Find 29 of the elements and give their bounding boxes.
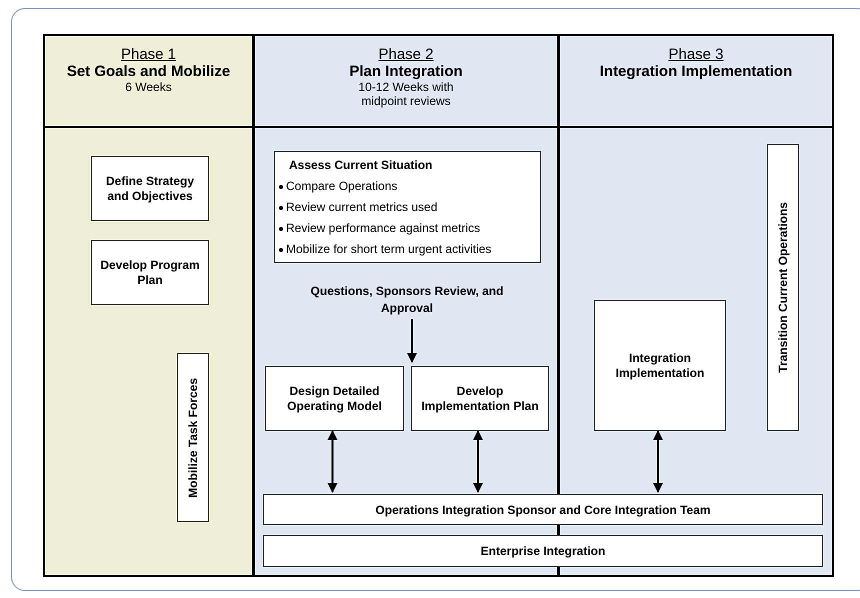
bullet-item: Review performance against metrics: [279, 220, 536, 236]
phase-title: Plan Integration: [349, 63, 463, 80]
phase-duration: 6 Weeks: [125, 80, 172, 94]
vertical-process-box: Transition Current Operations: [767, 144, 799, 431]
process-box: Define Strategy and Objectives: [91, 156, 209, 221]
list-heading: Assess Current Situation: [288, 157, 434, 173]
phase-number: Phase 1: [120, 46, 176, 63]
team-bar: Enterprise Integration: [263, 535, 823, 567]
arrow: [328, 430, 338, 493]
process-box: Integration Implementation: [594, 300, 726, 431]
arrow: [653, 430, 663, 493]
bullet-item: Review current metrics used: [279, 199, 536, 215]
arrow: [473, 430, 483, 493]
phase-title: Integration Implementation: [600, 63, 792, 80]
process-box: Develop Program Plan: [91, 240, 209, 305]
phase-title: Set Goals and Mobilize: [66, 63, 230, 80]
task-list-box: [274, 151, 541, 263]
arrow: [407, 319, 417, 363]
phase-duration: 10-12 Weeks with midpoint reviews: [357, 80, 455, 108]
bullet-item: Mobilize for short term urgent activities: [279, 241, 536, 257]
process-box: Develop Implementation Plan: [411, 366, 549, 431]
phase-column: [43, 34, 254, 577]
bullet-item: Compare Operations: [279, 178, 536, 194]
process-box: Design Detailed Operating Model: [265, 366, 404, 431]
vertical-process-box: Mobilize Task Forces: [177, 353, 209, 522]
note-text: Questions, Sponsors Review, and Approval: [305, 283, 509, 319]
phase-number: Phase 2: [378, 46, 434, 63]
team-bar: Operations Integration Sponsor and Core Integration Team: [263, 494, 823, 525]
phase-number: Phase 3: [668, 46, 724, 63]
